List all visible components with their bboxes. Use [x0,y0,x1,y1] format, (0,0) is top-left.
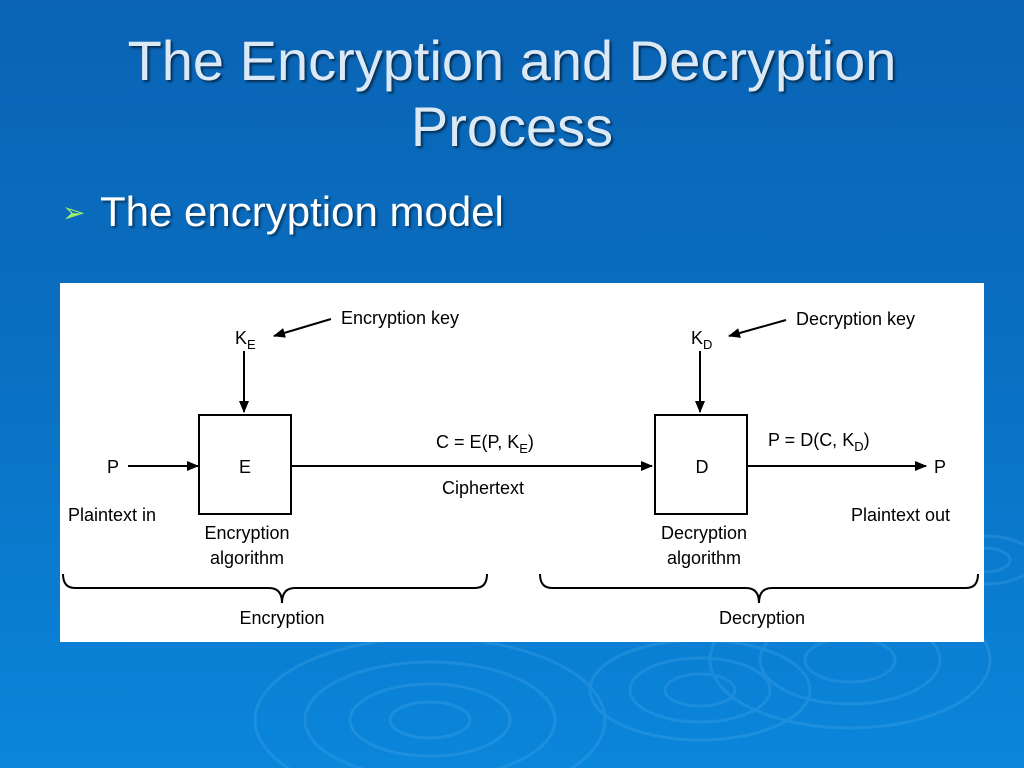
decryption-key-pointer-arrow [728,319,787,338]
slide-title: The Encryption and Decryption Process [40,28,984,160]
decryption-box [654,414,748,515]
encryption-box [198,414,292,515]
ciphertext-label: Ciphertext [442,478,524,498]
plaintext-formula-close: ) [864,430,870,450]
ciphertext-formula: C = E(P, KE) [436,432,534,456]
encryption-brace [62,573,488,604]
encryption-key-symbol-main: K [235,328,247,348]
encryption-algorithm-label-2: algorithm [210,548,284,568]
decryption-section-label: Decryption [719,608,805,628]
decryption-key-symbol: KD [691,328,712,352]
slide-title-line-1: The Encryption and Decryption [127,29,897,92]
plaintext-in-label: Plaintext in [68,505,156,525]
plaintext-out-label: Plaintext out [851,505,950,525]
plaintext-formula-main: P = D(C, K [768,430,854,450]
bullet-item: ➢ The encryption model [62,188,504,236]
encryption-key-label: Encryption key [341,308,459,328]
encryption-key-pointer-arrow [273,318,332,338]
encryption-section-label: Encryption [239,608,324,628]
encryption-model-diagram: Encryption key KE Decryption key KD P Pl… [60,283,984,642]
arrow-bullet-icon: ➢ [62,196,86,228]
decryption-key-symbol-subscript: D [703,337,712,352]
slide-title-line-2: Process [410,95,614,158]
ciphertext-formula-close: ) [528,432,534,452]
decryption-box-label: D [696,457,709,477]
decryption-key-label: Decryption key [796,309,915,329]
encryption-algorithm-label-1: Encryption [204,523,289,543]
ciphertext-formula-main: C = E(P, K [436,432,519,452]
bullet-text: The encryption model [100,188,504,235]
ciphertext-formula-subscript: E [519,441,528,456]
encryption-key-symbol-subscript: E [247,337,256,352]
diagram-canvas: Encryption key KE Decryption key KD P Pl… [62,308,979,628]
plaintext-in-symbol: P [107,457,119,477]
encryption-key-symbol: KE [235,328,256,352]
encryption-box-label: E [239,457,251,477]
plaintext-formula: P = D(C, KD) [768,430,870,454]
decryption-brace [539,573,979,604]
plaintext-out-symbol: P [934,457,946,477]
decryption-key-symbol-main: K [691,328,703,348]
decryption-algorithm-label-2: algorithm [667,548,741,568]
plaintext-formula-subscript: D [854,439,863,454]
decryption-algorithm-label-1: Decryption [661,523,747,543]
